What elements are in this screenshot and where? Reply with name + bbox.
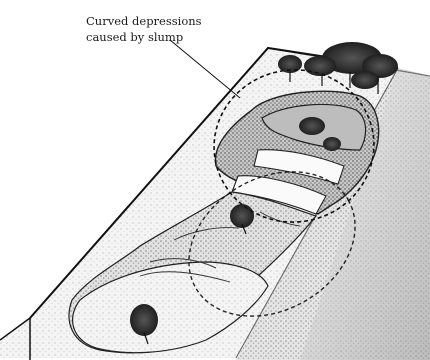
callout-label: Curved depressions caused by slump	[86, 13, 236, 45]
callout-line-1: Curved depressions	[86, 13, 236, 29]
callout-line-2: caused by slump	[86, 29, 236, 45]
callout-leader	[170, 40, 240, 98]
